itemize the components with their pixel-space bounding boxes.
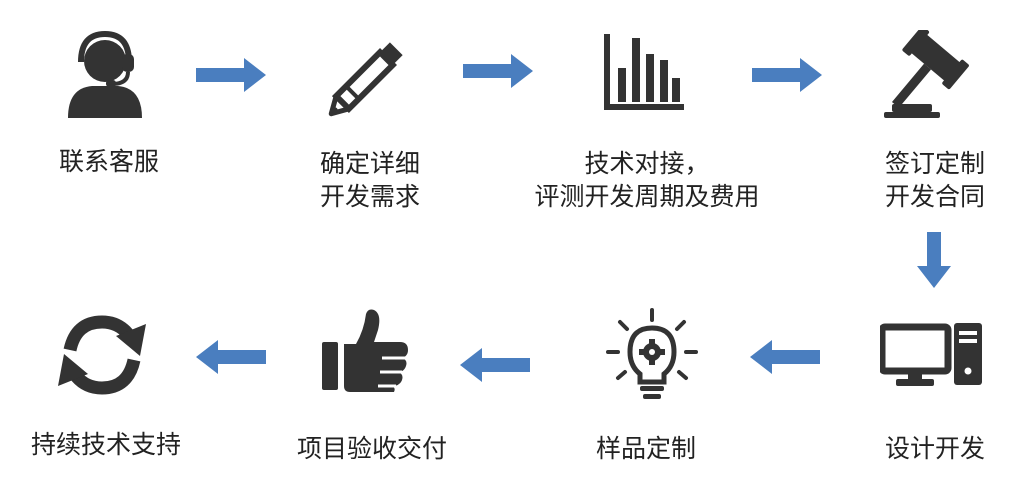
refresh-cycle-icon (58, 315, 146, 395)
lightbulb-gear-icon (606, 308, 698, 399)
customer-service-headset-icon (68, 30, 142, 118)
step-label-sample-customization: 样品定制 (595, 434, 697, 463)
step-label-ongoing-support: 持续技术支持 (30, 430, 182, 459)
arrow-left-3 (196, 340, 266, 374)
desktop-computer-icon (880, 323, 982, 386)
step-label-sign-contract: 签订定制 开发合同 (884, 149, 986, 211)
step-label-contact-service: 联系客服 (58, 147, 160, 176)
arrow-right-2 (463, 54, 533, 88)
pencil-icon (328, 42, 403, 117)
arrow-right-1 (196, 58, 266, 92)
arrow-left-1 (750, 340, 820, 374)
bar-chart-icon (604, 34, 684, 110)
gavel-icon (884, 30, 969, 118)
arrow-left-2 (460, 348, 530, 382)
step-label-project-delivery: 项目验收交付 (296, 434, 448, 463)
arrow-down (917, 232, 951, 288)
step-label-technical-evaluation: 技术对接， 评测开发周期及费用 (534, 149, 760, 211)
arrow-right-3 (752, 58, 822, 92)
thumbs-up-icon (322, 309, 408, 392)
step-label-design-development: 设计开发 (884, 434, 986, 463)
step-label-confirm-requirements: 确定详细 开发需求 (319, 149, 421, 211)
